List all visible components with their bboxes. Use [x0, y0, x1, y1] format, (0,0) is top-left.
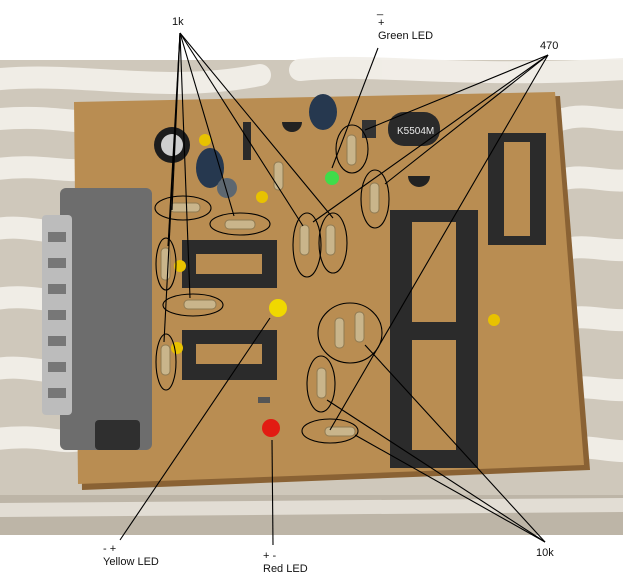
- resistors: [160, 134, 380, 437]
- annotation-circles: [154, 124, 390, 444]
- pot-marking: K5504M: [397, 126, 434, 137]
- label-green-led-minus: _: [377, 4, 384, 16]
- socket-40pin: [390, 210, 478, 468]
- socket-20pin: [488, 133, 546, 245]
- capacitors: [154, 94, 500, 354]
- label-1k: 1k: [172, 16, 184, 28]
- label-red-led: Red LED: [263, 563, 308, 575]
- label-10k: 10k: [536, 547, 554, 559]
- semiconductors: [243, 112, 440, 403]
- annotation-lines: [119, 32, 549, 546]
- label-red-led-polarity: + -: [263, 550, 277, 562]
- label-green-led: Green LED: [378, 30, 434, 42]
- label-yellow-led: Yellow LED: [103, 556, 159, 568]
- label-470: 470: [540, 40, 559, 52]
- label-yellow-led-polarity: - +: [103, 543, 117, 555]
- socket-16pin-lower: [182, 330, 277, 380]
- db25-connector: [42, 188, 152, 450]
- leds: [262, 171, 339, 437]
- socket-16pin-upper: [182, 240, 277, 288]
- label-green-led-plus: +: [378, 17, 385, 29]
